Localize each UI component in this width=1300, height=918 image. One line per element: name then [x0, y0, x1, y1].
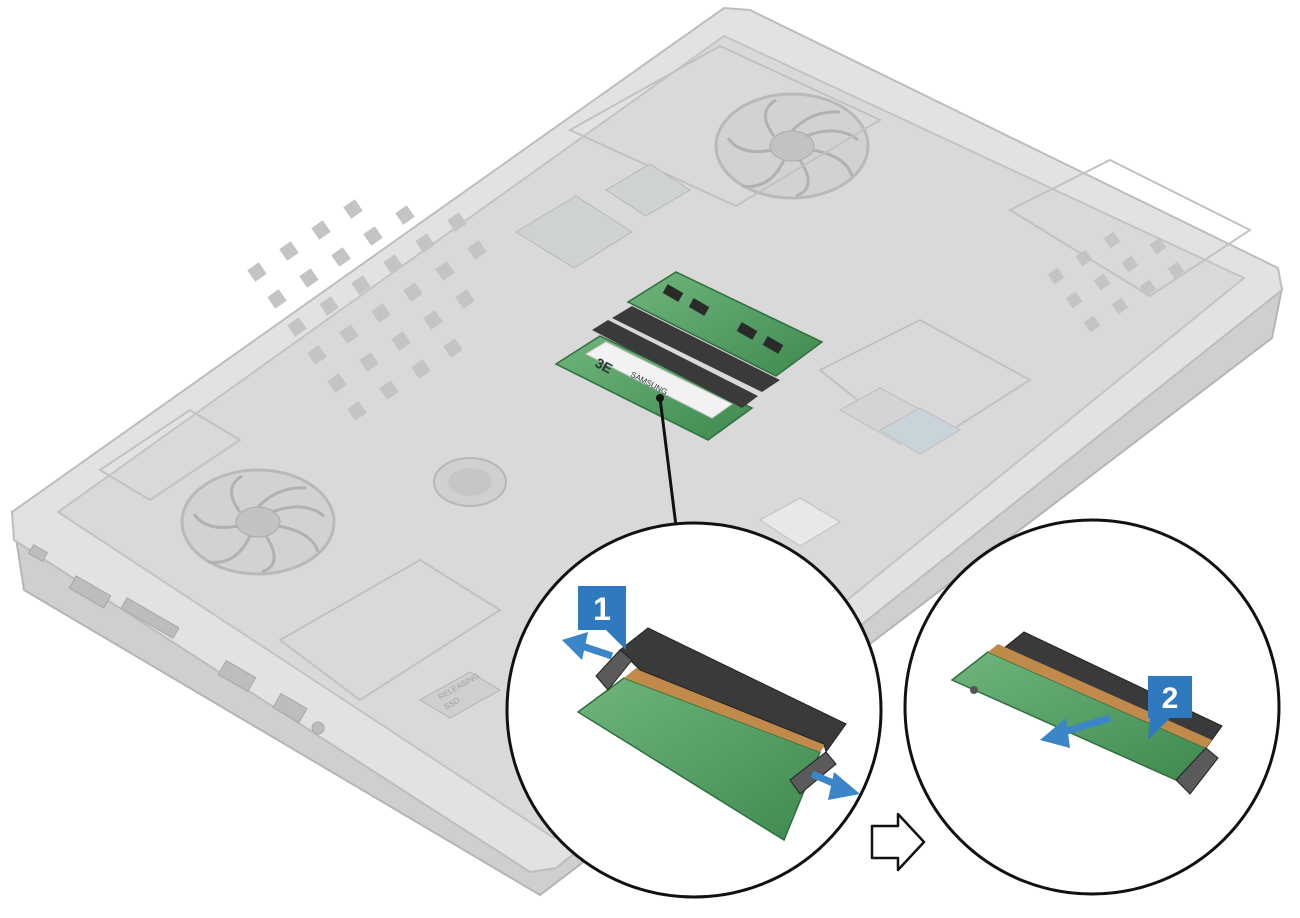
step-badge-2-label: 2: [1162, 682, 1179, 715]
chassis-inner-rim: [56, 34, 1246, 840]
module-side-text: 3E: [593, 355, 616, 377]
laptop-chassis: RELEASING SSD: [10, 6, 1284, 897]
callout-anchor-dot: [656, 394, 664, 402]
retention-clip-right-2: [1175, 747, 1219, 795]
memory-slots: 3E SAMSUNG: [554, 271, 824, 441]
step-badge-1: 1: [578, 586, 626, 650]
vent-grid: [247, 199, 1185, 421]
memory-connector-upper: [612, 306, 780, 392]
fan-icon: [714, 92, 870, 200]
fan-icon: [180, 468, 336, 576]
retention-clip-left: [595, 649, 633, 691]
memory-connector-lower: [592, 320, 758, 408]
arrow-right-icon: [810, 770, 860, 800]
callout-leader-line: [658, 397, 678, 527]
side-ports: [27, 543, 325, 735]
sequence-arrow-icon: [870, 812, 926, 872]
step-badge-2: 2: [1148, 676, 1192, 740]
memory-chips-upper: [662, 284, 784, 354]
callout-step-2: 2: [903, 518, 1281, 896]
wlan-card: [515, 163, 691, 269]
coin-battery: [433, 457, 507, 507]
arrow-left-icon: [1040, 714, 1112, 748]
arrow-left-icon: [562, 632, 614, 660]
step-badge-1-label: 1: [593, 591, 611, 627]
callout-step-1: 1: [505, 521, 883, 899]
module-label-sticker: [584, 341, 733, 419]
gold-contacts: [624, 668, 828, 752]
touchpad-bay: [759, 387, 962, 547]
